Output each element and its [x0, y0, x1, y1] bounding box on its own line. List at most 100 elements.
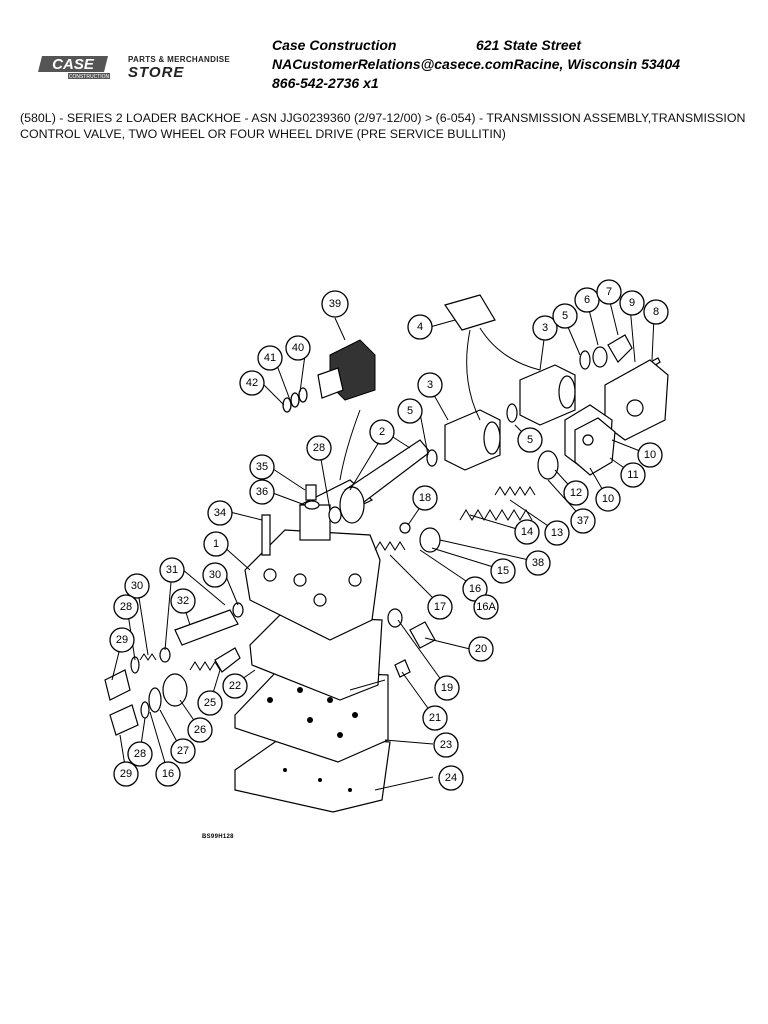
callout-8[interactable]: 8 — [643, 299, 669, 325]
callout-3b[interactable]: 3 — [532, 315, 558, 341]
callout-10b[interactable]: 10 — [595, 486, 621, 512]
springs — [139, 486, 536, 671]
svg-text:20: 20 — [475, 643, 487, 655]
callout-1[interactable]: 1 — [203, 531, 229, 557]
svg-text:30: 30 — [209, 569, 221, 581]
bolt-35 — [305, 484, 317, 501]
svg-text:37: 37 — [577, 515, 589, 527]
parts-store-logo[interactable]: PARTS & MERCHANDISE STORE — [128, 55, 246, 81]
washer-31 — [159, 647, 171, 663]
callout-30a[interactable]: 30 — [202, 562, 228, 588]
callout-3a[interactable]: 3 — [417, 372, 443, 398]
case-logo-subtext: CONSTRUCTION — [69, 74, 110, 80]
plug-20 — [409, 621, 436, 649]
svg-text:29: 29 — [120, 768, 132, 780]
callout-39[interactable]: 39 — [321, 290, 349, 318]
callout-28a[interactable]: 28 — [306, 435, 332, 461]
spool-32 — [174, 609, 239, 646]
washer-19 — [387, 608, 403, 628]
callout-16a[interactable]: 16 — [462, 576, 488, 602]
callout-37[interactable]: 37 — [570, 508, 596, 534]
svg-text:11: 11 — [627, 469, 638, 481]
nut-7 — [607, 334, 633, 363]
svg-text:7: 7 — [606, 286, 612, 298]
plug-29a — [104, 669, 131, 701]
callout-26[interactable]: 26 — [187, 717, 213, 743]
callout-10a[interactable]: 10 — [637, 442, 663, 468]
callout-31[interactable]: 31 — [159, 557, 185, 583]
callout-11[interactable]: 11 — [620, 462, 646, 488]
store-logo-word: STORE — [128, 64, 185, 81]
callout-30b[interactable]: 30 — [124, 573, 150, 599]
callout-16A[interactable]: 16A — [473, 594, 499, 620]
callout-9[interactable]: 9 — [619, 290, 645, 316]
svg-text:41: 41 — [264, 352, 276, 364]
svg-text:10: 10 — [644, 449, 656, 461]
svg-text:18: 18 — [419, 492, 431, 504]
figure-id: BS99H128 — [202, 834, 234, 840]
callout-40[interactable]: 40 — [285, 335, 311, 361]
callout-36[interactable]: 36 — [249, 479, 275, 505]
callout-29a[interactable]: 29 — [109, 627, 135, 653]
callout-32[interactable]: 32 — [170, 588, 196, 614]
svg-text:29: 29 — [116, 634, 128, 646]
callout-19[interactable]: 19 — [434, 675, 460, 701]
callout-6[interactable]: 6 — [574, 287, 600, 313]
callout-18[interactable]: 18 — [412, 485, 438, 511]
svg-text:36: 36 — [256, 486, 268, 498]
retainer-15 — [419, 527, 441, 553]
svg-text:39: 39 — [329, 298, 341, 310]
callout-17[interactable]: 17 — [427, 594, 453, 620]
callout-28c[interactable]: 28 — [127, 741, 153, 767]
callout-2[interactable]: 2 — [369, 419, 395, 445]
callout-14[interactable]: 14 — [514, 519, 540, 545]
callout-13[interactable]: 13 — [544, 520, 570, 546]
callout-5c[interactable]: 5 — [552, 303, 578, 329]
bolt-34 — [261, 514, 271, 556]
callout-21[interactable]: 21 — [422, 705, 448, 731]
svg-text:10: 10 — [602, 493, 614, 505]
svg-text:9: 9 — [629, 297, 635, 309]
callout-38[interactable]: 38 — [525, 550, 551, 576]
callout-41[interactable]: 41 — [257, 345, 283, 371]
svg-text:28: 28 — [120, 601, 132, 613]
svg-text:6: 6 — [584, 294, 590, 306]
callout-15[interactable]: 15 — [490, 558, 516, 584]
o-ring-28c — [328, 506, 342, 524]
svg-text:17: 17 — [434, 601, 446, 613]
callout-29b[interactable]: 29 — [113, 761, 139, 787]
company-name: Case Construction — [272, 37, 397, 53]
ball-18 — [399, 522, 411, 534]
callout-42[interactable]: 42 — [239, 370, 265, 396]
svg-text:35: 35 — [256, 461, 268, 473]
callout-7[interactable]: 7 — [596, 279, 622, 305]
callout-16b[interactable]: 16 — [155, 761, 181, 787]
svg-text:30: 30 — [131, 580, 143, 592]
callout-4[interactable]: 4 — [407, 314, 433, 340]
callout-20[interactable]: 20 — [468, 636, 494, 662]
callout-22[interactable]: 22 — [222, 673, 248, 699]
case-logo[interactable]: CASE CONSTRUCTION — [38, 54, 110, 80]
spool-25 — [214, 647, 241, 673]
callout-5a[interactable]: 5 — [397, 398, 423, 424]
callout-27[interactable]: 27 — [170, 738, 196, 764]
callout-25[interactable]: 25 — [197, 690, 223, 716]
company-email-city[interactable]: NACustomerRelations@casece.comRacine, Wi… — [272, 56, 681, 72]
callout-28b[interactable]: 28 — [113, 594, 139, 620]
svg-text:5: 5 — [407, 405, 413, 417]
callout-5b[interactable]: 5 — [517, 427, 543, 453]
connector-4 — [444, 294, 496, 331]
callout-24[interactable]: 24 — [438, 765, 464, 791]
svg-text:3: 3 — [542, 322, 548, 334]
svg-text:3: 3 — [427, 379, 433, 391]
callout-23[interactable]: 23 — [433, 732, 459, 758]
callout-34[interactable]: 34 — [207, 500, 233, 526]
svg-text:16: 16 — [162, 768, 174, 780]
svg-text:1: 1 — [213, 538, 219, 550]
callout-35[interactable]: 35 — [249, 454, 275, 480]
store-logo-top: PARTS & MERCHANDISE — [128, 55, 231, 64]
svg-text:2: 2 — [379, 426, 385, 438]
callout-12[interactable]: 12 — [563, 480, 589, 506]
company-street: 621 State Street — [476, 37, 582, 53]
